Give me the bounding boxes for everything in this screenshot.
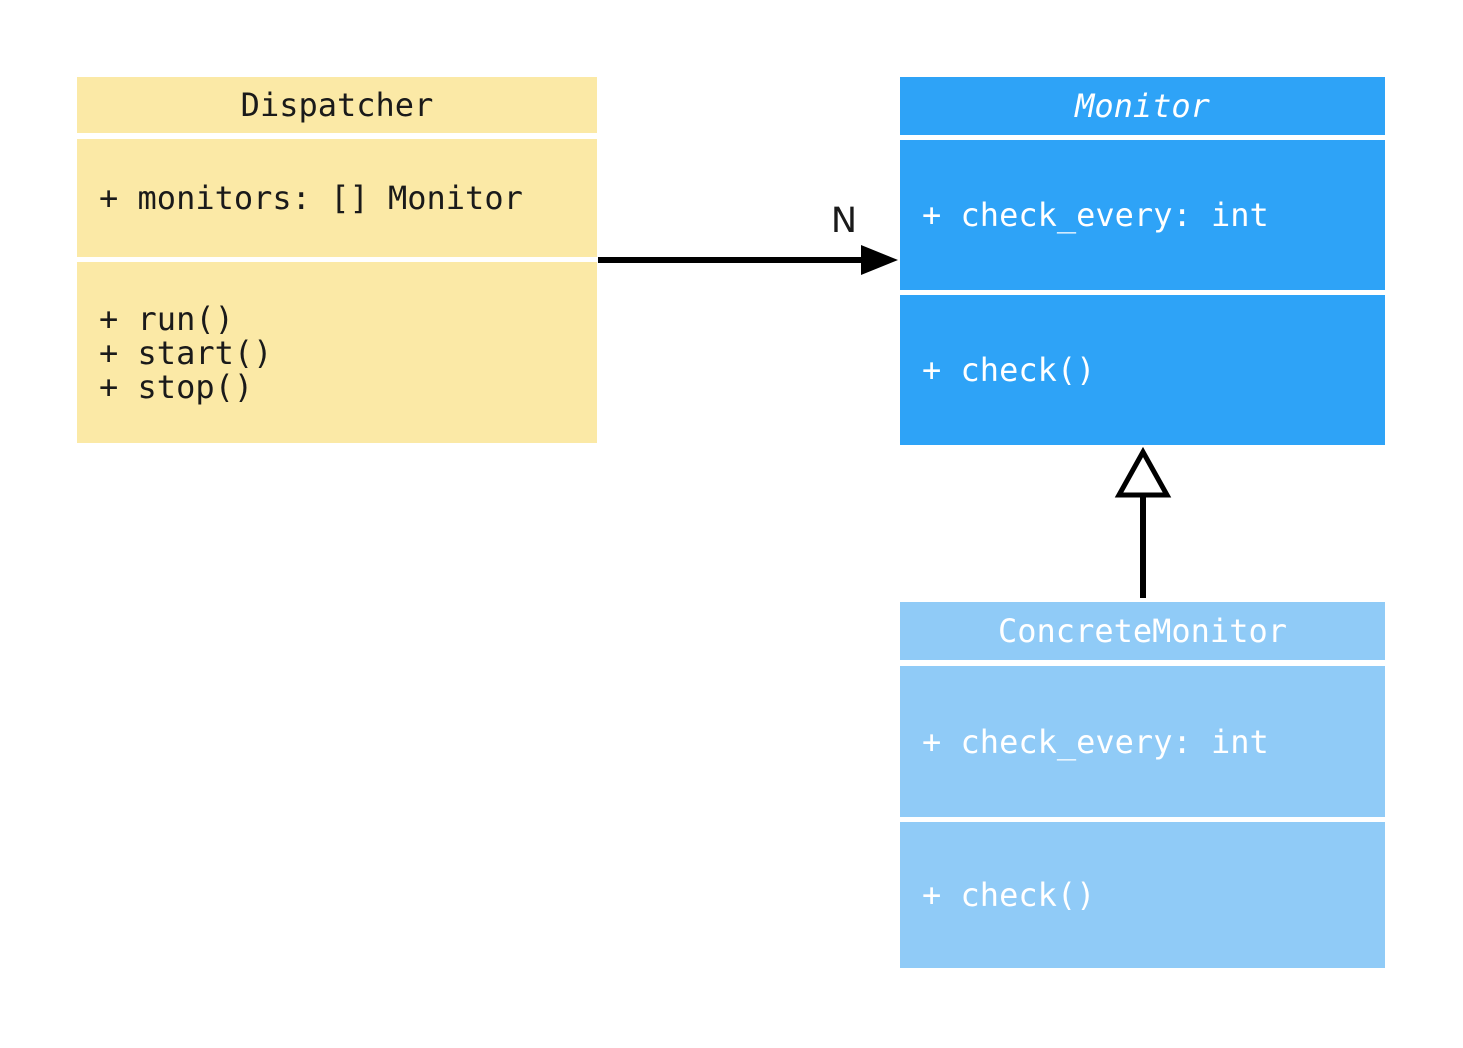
method-text: + check()	[922, 876, 1096, 914]
class-attributes-monitor: + check_every: int	[900, 140, 1385, 290]
association-arrow	[598, 245, 898, 275]
inheritance-arrow	[1114, 446, 1172, 598]
method-text: + run()	[99, 299, 234, 338]
attribute-text: + check_every: int	[922, 196, 1269, 234]
class-attributes-concrete-monitor: + check_every: int	[900, 666, 1385, 817]
class-name: Dispatcher	[240, 86, 434, 124]
method-text: + start()	[99, 333, 273, 372]
class-methods-concrete-monitor: + check()	[900, 822, 1385, 968]
attribute-text: + monitors: [] Monitor	[99, 179, 523, 217]
attribute-text: + check_every: int	[922, 722, 1269, 761]
class-attributes-dispatcher: + monitors: [] Monitor	[77, 139, 597, 257]
class-methods-monitor: + check()	[900, 295, 1385, 445]
class-name: Monitor	[1075, 87, 1210, 125]
class-name: ConcreteMonitor	[998, 612, 1287, 650]
class-box-monitor: Monitor + check_every: int + check()	[900, 77, 1385, 445]
association-multiplicity-label: N	[830, 201, 858, 241]
class-title-dispatcher: Dispatcher	[77, 77, 597, 133]
class-title-concrete-monitor: ConcreteMonitor	[900, 602, 1385, 660]
method-text: + check()	[922, 351, 1096, 389]
class-box-concrete-monitor: ConcreteMonitor + check_every: int + che…	[900, 602, 1385, 968]
method-text: + stop()	[99, 367, 254, 406]
class-methods-dispatcher: + run() + start() + stop()	[77, 262, 597, 443]
class-title-monitor: Monitor	[900, 77, 1385, 135]
class-box-dispatcher: Dispatcher + monitors: [] Monitor + run(…	[77, 77, 597, 443]
